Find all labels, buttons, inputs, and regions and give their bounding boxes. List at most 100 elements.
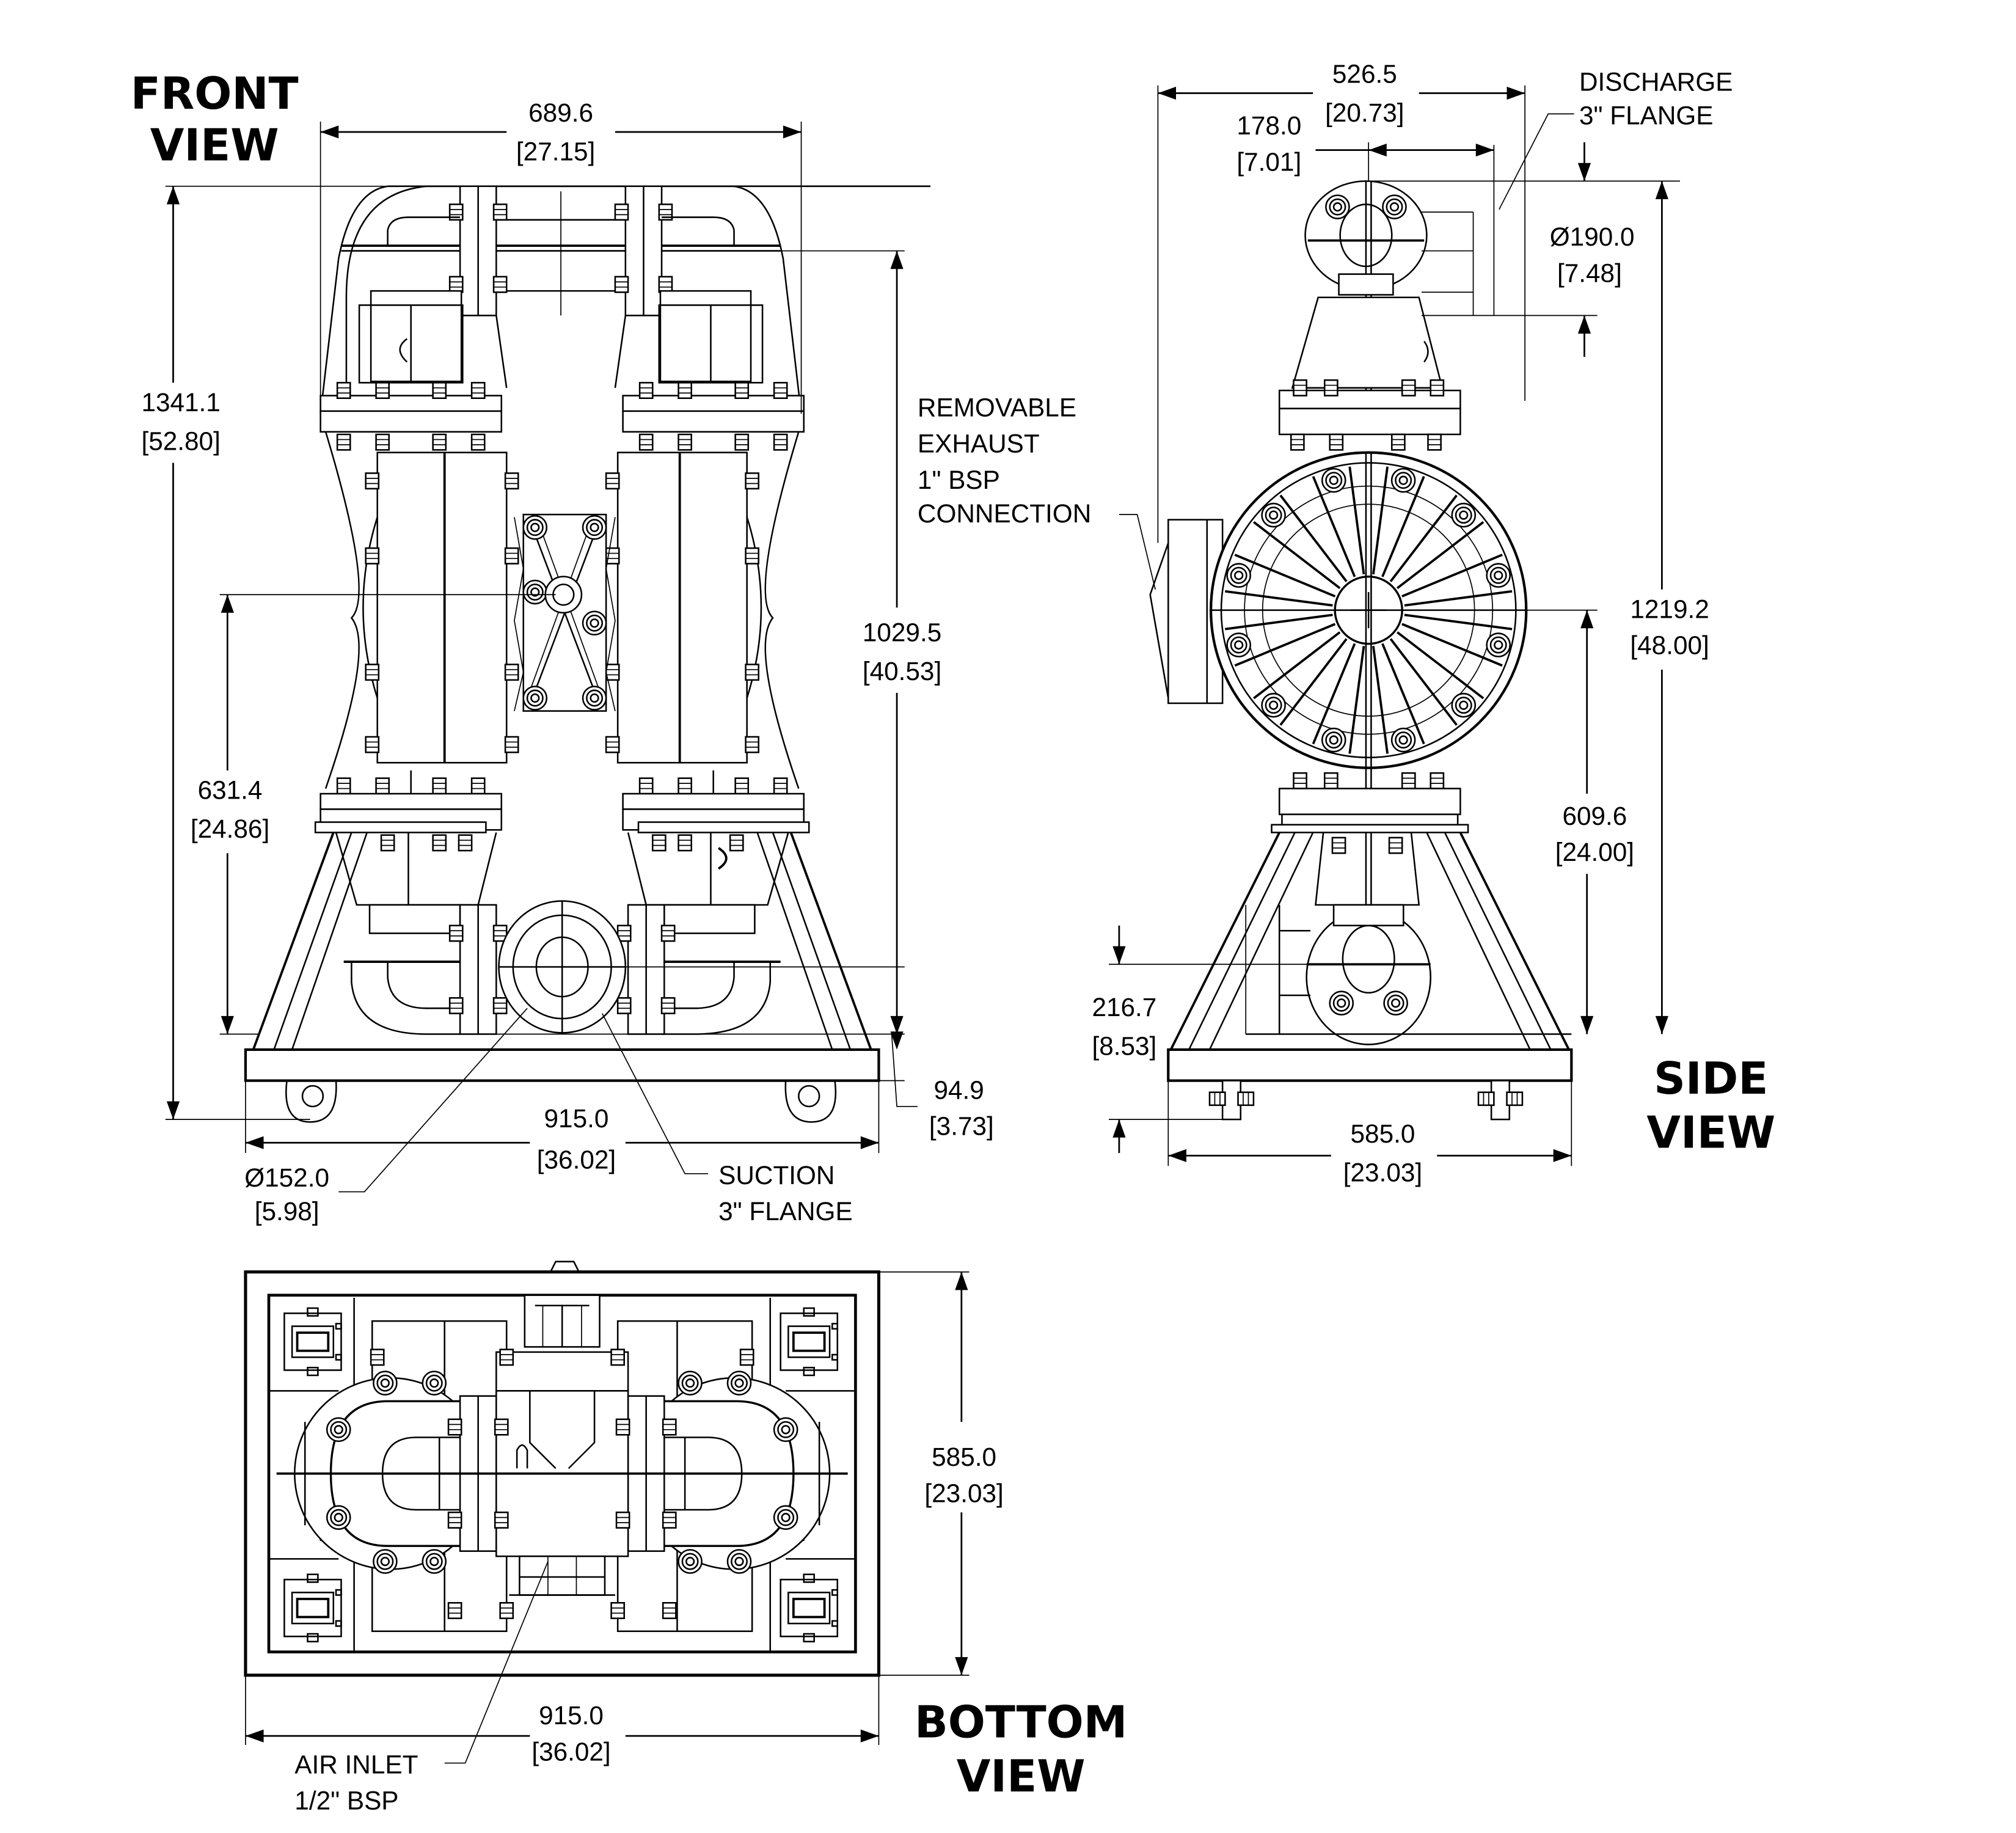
cover-bolt: [1451, 502, 1477, 528]
callout-air-inlet-line2: 1/2" BSP: [294, 1787, 398, 1815]
callout-discharge-line2: 3" FLANGE: [1579, 101, 1714, 130]
dim-front-base-height-in: [3.73]: [929, 1111, 994, 1140]
dim-front-base-width-mm: 915.0: [544, 1104, 609, 1133]
side-view-title-line2: VIEW: [1646, 1107, 1775, 1158]
cover-spoke: [1381, 476, 1425, 577]
side-dimensions: 526.5 [20.73] 178.0 [7.01] Ø190.0 [7.48]: [1092, 60, 1733, 1187]
side-caster-left: [1208, 1080, 1255, 1121]
dim-front-inlet-height-in: [40.53]: [863, 657, 941, 686]
dim-discharge-diameter-in: [7.48]: [1557, 258, 1622, 287]
cover-spoke: [1372, 466, 1389, 575]
front-view-title-line1: FRONT: [131, 68, 299, 119]
bottom-view-title-line2: VIEW: [957, 1751, 1086, 1802]
cover-spoke: [1279, 638, 1348, 726]
callout-exhaust-line4: CONNECTION: [918, 499, 1091, 528]
callout-discharge-line1: DISCHARGE: [1579, 67, 1733, 96]
dim-side-height-mm: 1219.2: [1630, 595, 1709, 623]
front-caster-left: [285, 1080, 337, 1123]
cover-spoke: [1253, 521, 1341, 590]
dim-suction-diameter-mm: Ø152.0: [244, 1163, 329, 1192]
front-view: FRONT VIEW: [131, 68, 994, 1226]
dim-side-width-in: [20.73]: [1325, 98, 1404, 127]
cover-bolt: [1226, 563, 1251, 588]
cover-bolt: [1486, 563, 1511, 588]
cover-bolt: [1261, 502, 1286, 528]
cover-spoke: [1279, 494, 1348, 582]
callout-exhaust-line1: REMOVABLE: [918, 393, 1076, 422]
callout-air-inlet-line1: AIR INLET: [294, 1751, 418, 1779]
cover-spoke: [1401, 623, 1503, 667]
front-upper-flanges: [320, 382, 805, 451]
cover-spoke: [1389, 638, 1458, 726]
side-view-title-line1: SIDE: [1654, 1053, 1768, 1104]
bottom-view: BOTTOM VIEW: [244, 1260, 1127, 1815]
cover-bolt: [1390, 467, 1416, 493]
dim-side-offset-mm: 178.0: [1236, 111, 1301, 140]
cover-spoke: [1312, 643, 1356, 745]
dim-side-base-width-mm: 585.0: [1351, 1119, 1415, 1148]
cover-spoke: [1397, 631, 1485, 700]
cover-spoke: [1234, 554, 1336, 598]
dim-front-center-height-mm: 631.4: [198, 775, 263, 804]
dim-bottom-depth-mm: 585.0: [932, 1443, 996, 1471]
dim-front-height-in: [52.80]: [141, 426, 220, 455]
cover-spoke: [1348, 466, 1365, 575]
cover-spoke: [1372, 646, 1389, 754]
dim-front-height-mm: 1341.1: [141, 388, 220, 417]
dim-side-height-in: [48.00]: [1630, 631, 1709, 660]
dim-front-width-mm: 689.6: [528, 98, 593, 127]
front-dimensions: 689.6 [27.15] 1341.1 [52.80] 1029.5 [40.…: [141, 98, 993, 1226]
cover-spoke: [1348, 646, 1365, 754]
dim-bottom-width-mm: 915.0: [539, 1701, 604, 1730]
cover-spoke: [1404, 613, 1513, 631]
cover-spoke: [1397, 521, 1485, 590]
front-view-title-line2: VIEW: [150, 119, 279, 170]
side-diaphragm-cover: [1210, 451, 1528, 1034]
cover-spoke: [1225, 613, 1333, 631]
dim-side-suction-height-mm: 216.7: [1092, 993, 1156, 1022]
dim-side-width-mm: 526.5: [1332, 60, 1397, 89]
side-caster-right: [1477, 1080, 1524, 1121]
side-view: SIDE VIEW: [1092, 60, 1775, 1187]
cover-bolt: [1321, 467, 1346, 493]
cover-bolt: [1321, 727, 1346, 753]
dim-discharge-diameter-mm: Ø190.0: [1550, 222, 1635, 251]
dim-front-inlet-height-mm: 1029.5: [863, 618, 941, 646]
dim-side-center-height-in: [24.00]: [1555, 838, 1634, 866]
dim-front-base-width-in: [36.02]: [537, 1145, 616, 1174]
dim-front-width-in: [27.15]: [516, 137, 595, 166]
dim-side-base-width-in: [23.03]: [1343, 1158, 1422, 1187]
cover-spoke: [1389, 494, 1458, 582]
callout-suction-line2: 3" FLANGE: [718, 1197, 853, 1226]
front-diaphragm-chambers: [324, 431, 800, 789]
side-lower-section: [1271, 772, 1469, 1045]
suction-flange: [498, 900, 627, 1034]
cover-spoke: [1225, 590, 1333, 607]
cover-bolt: [1486, 632, 1511, 657]
bottom-dimensions: 585.0 [23.03] 915.0 [36.02] AIR INLET 1/…: [245, 1271, 1004, 1815]
cover-bolt: [1390, 727, 1416, 753]
cover-spoke: [1381, 643, 1425, 745]
callout-suction-line1: SUCTION: [718, 1161, 835, 1190]
dim-side-suction-height-in: [8.53]: [1092, 1031, 1156, 1060]
cover-spoke: [1404, 590, 1513, 607]
cover-bolt: [1451, 692, 1477, 718]
dim-front-center-height-in: [24.86]: [191, 814, 269, 843]
front-discharge-manifold: [320, 185, 931, 414]
dim-side-offset-in: [7.01]: [1236, 147, 1301, 176]
cover-bolt: [1261, 692, 1286, 718]
callout-exhaust: REMOVABLE EXHAUST 1" BSP CONNECTION: [918, 393, 1156, 590]
callout-exhaust-line2: EXHAUST: [918, 430, 1040, 458]
cover-spoke: [1253, 631, 1341, 700]
bottom-view-title-line1: BOTTOM: [915, 1696, 1127, 1747]
dim-suction-diameter-in: [5.98]: [255, 1197, 320, 1226]
dim-side-center-height-mm: 609.6: [1562, 802, 1627, 830]
front-lower-section: [314, 770, 810, 1035]
cover-spoke: [1312, 476, 1356, 577]
side-discharge-flange: [1278, 180, 1461, 451]
cover-spoke: [1401, 554, 1503, 598]
side-stand: [1167, 832, 1573, 1121]
front-stand: [244, 832, 880, 1123]
cover-bolt: [1226, 632, 1251, 657]
